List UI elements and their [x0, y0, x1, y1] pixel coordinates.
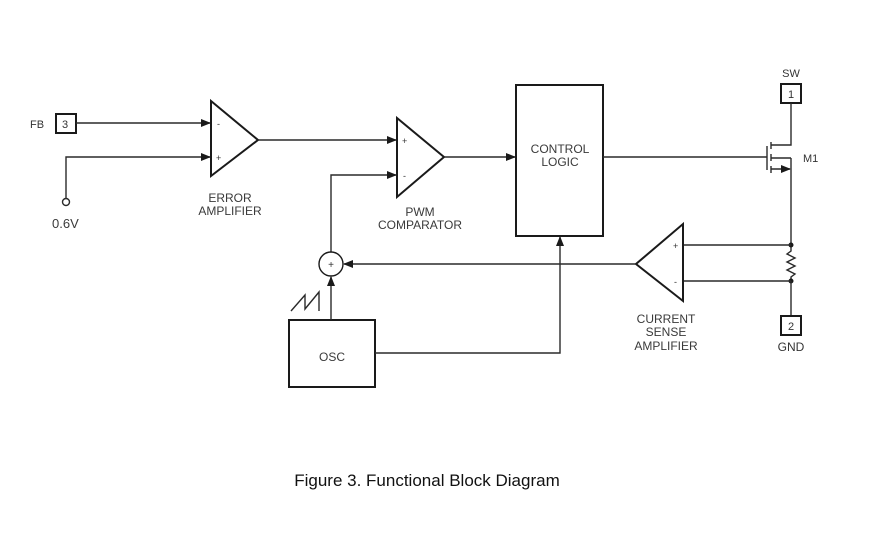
control-logic-label-2: LOGIC	[541, 155, 579, 169]
osc-to-control-wire	[375, 236, 564, 354]
gnd-pin-number: 2	[788, 321, 794, 333]
control-logic: CONTROL LOGIC	[515, 84, 604, 237]
reference-terminal-icon	[61, 197, 71, 207]
summing-node: +	[318, 251, 344, 277]
current-sense-amplifier: + - CURRENT SENSE AMPLIFIER	[634, 221, 698, 353]
sum-to-pwm-wire	[330, 171, 397, 252]
error-amp-minus: -	[217, 119, 220, 129]
gnd-pin: 2 GND	[778, 315, 805, 354]
oscillator-label: OSC	[319, 350, 345, 364]
csa-label-3: AMPLIFIER	[634, 339, 698, 353]
gnd-pin-box	[780, 315, 802, 336]
pwm-label-2: COMPARATOR	[378, 218, 462, 232]
pwm-minus: -	[403, 171, 406, 181]
error-amp-label-1: ERROR	[208, 191, 252, 205]
ref-to-error-amp-wire	[65, 153, 211, 198]
summing-node-symbol: +	[328, 260, 334, 271]
pwm-comparator-triangle-icon	[396, 115, 446, 200]
error-amplifier: - + ERROR AMPLIFIER	[198, 98, 262, 218]
sw-pin-number: 1	[788, 89, 794, 101]
csa-label-2: SENSE	[646, 325, 687, 339]
pwm-comparator: + - PWM COMPARATOR	[378, 115, 462, 232]
mosfet-m1: M1	[766, 103, 818, 173]
mosfet-label: M1	[803, 153, 818, 165]
pwm-plus: +	[402, 136, 407, 146]
reference-terminal: 0.6V	[52, 197, 79, 231]
fb-pin-number: 3	[62, 119, 68, 131]
fb-pin: FB 3	[30, 113, 77, 134]
csa-plus: +	[673, 241, 678, 251]
figure-caption: Figure 3. Functional Block Diagram	[294, 471, 560, 490]
oscillator: OSC	[288, 319, 376, 388]
control-logic-label-1: CONTROL	[531, 142, 590, 156]
error-amp-plus: +	[216, 153, 221, 163]
error-amp-triangle-icon	[210, 98, 260, 179]
reference-label: 0.6V	[52, 216, 79, 231]
sawtooth-waveform-icon	[290, 290, 320, 312]
sw-pin: SW 1	[780, 68, 802, 104]
pwm-label-1: PWM	[405, 205, 434, 219]
sw-pin-name: SW	[782, 68, 800, 80]
csa-minus: -	[674, 277, 677, 287]
csa-label-1: CURRENT	[637, 312, 696, 326]
current-sense-triangle-icon	[634, 221, 684, 304]
drain-wire	[771, 103, 792, 146]
sense-resistor-icon	[785, 245, 797, 281]
error-amp-label-2: AMPLIFIER	[198, 204, 262, 218]
fb-pin-name: FB	[30, 119, 44, 131]
gnd-pin-name: GND	[778, 340, 805, 354]
